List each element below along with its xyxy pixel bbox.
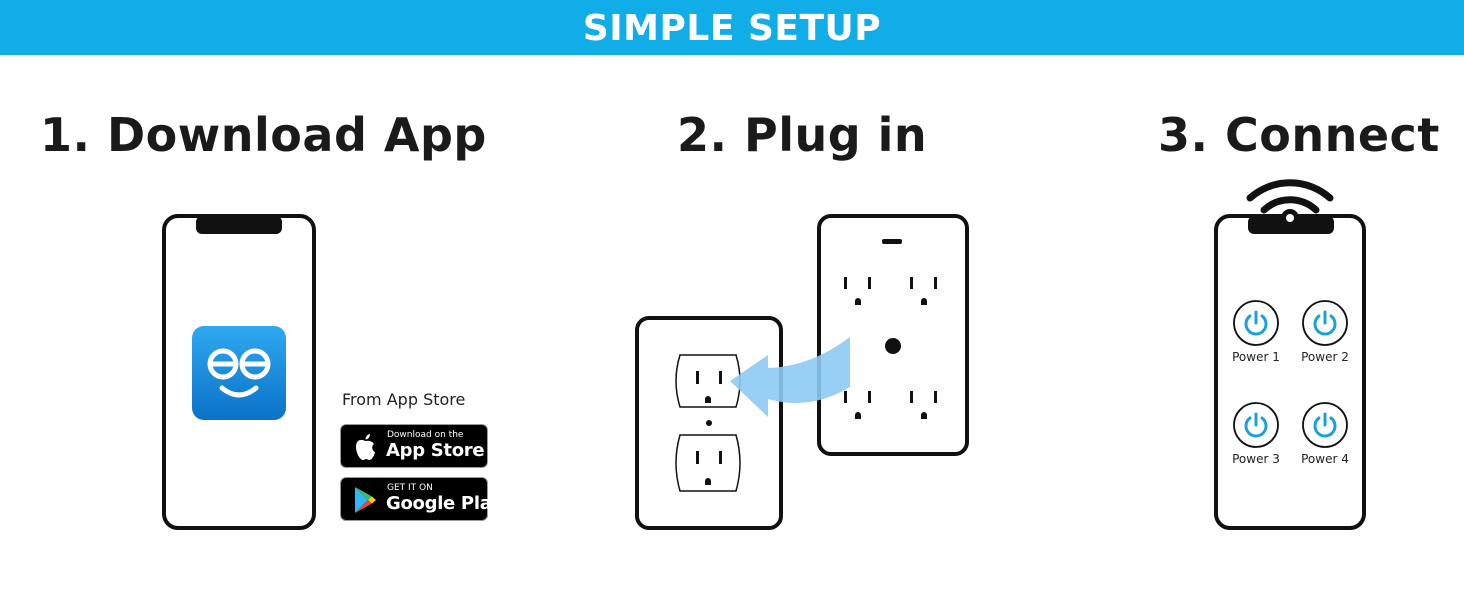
power-icon <box>1313 310 1337 336</box>
power-label-4: Power 4 <box>1301 452 1349 466</box>
wall-outlet <box>635 316 783 530</box>
wifi-icon <box>1246 179 1334 227</box>
step-title-plug-in: 2. Plug in <box>677 108 928 162</box>
power-button-3[interactable] <box>1232 401 1280 449</box>
power-button-1[interactable] <box>1232 299 1280 347</box>
plug-in-arrow <box>730 337 850 417</box>
power-button-4[interactable] <box>1301 401 1349 449</box>
google-play-small-text: GET IT ON <box>387 483 433 493</box>
power-button-2[interactable] <box>1301 299 1349 347</box>
banner: SIMPLE SETUP <box>0 0 1464 55</box>
app-store-big-text: App Store <box>386 440 485 461</box>
google-play-button[interactable]: GET IT ON Google Play <box>340 477 503 521</box>
power-label-3: Power 3 <box>1232 452 1280 466</box>
from-app-store-label: From App Store <box>342 390 466 409</box>
app-store-button[interactable]: Download on the App Store <box>340 424 488 468</box>
power-icon <box>1313 412 1337 438</box>
app-icon[interactable] <box>192 326 286 420</box>
phone-illustration-connect <box>1214 179 1366 530</box>
banner-title: SIMPLE SETUP <box>582 8 882 49</box>
apple-icon <box>356 434 375 460</box>
step-title-connect: 3. Connect <box>1158 108 1440 162</box>
google-play-big-text: Google Play <box>386 493 503 514</box>
power-strip <box>817 214 969 456</box>
power-icon <box>1244 310 1268 336</box>
power-label-1: Power 1 <box>1232 350 1280 364</box>
plug-in-illustration <box>635 214 969 530</box>
step-title-download: 1. Download App <box>40 108 487 162</box>
google-play-icon <box>355 487 376 513</box>
app-store-small-text: Download on the <box>387 430 464 440</box>
power-icon <box>1244 412 1268 438</box>
power-label-2: Power 2 <box>1301 350 1349 364</box>
